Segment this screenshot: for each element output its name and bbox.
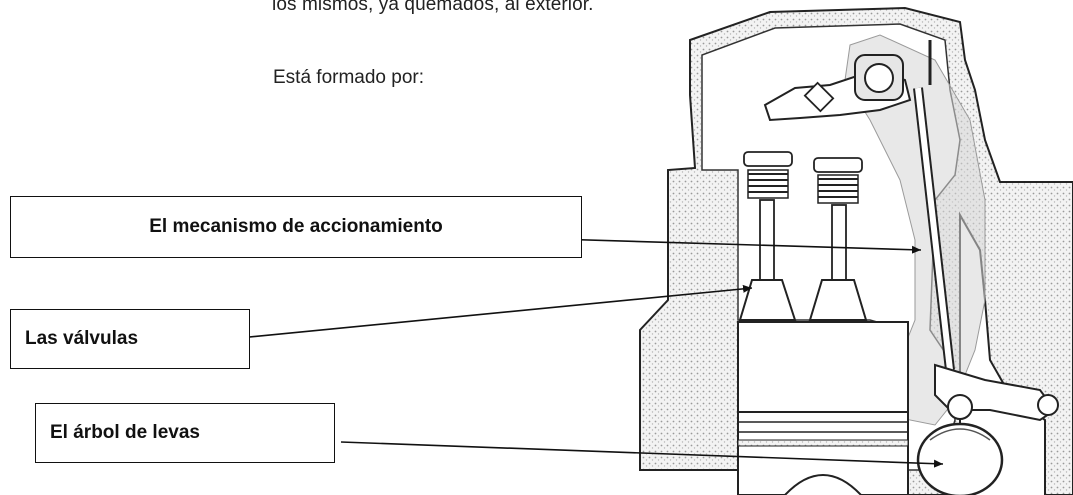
- tappet: [934, 363, 1059, 422]
- valve-spring-right: [813, 157, 863, 204]
- valves: [738, 199, 868, 321]
- valves-label: Las válvulas: [25, 328, 139, 349]
- piston: [737, 321, 909, 495]
- camshaft-lobe: [916, 422, 1004, 495]
- rocker-arm: [763, 40, 932, 122]
- mechanism-pointer-line: [521, 237, 922, 254]
- mechanism-label: El mecanismo de accionamiento: [149, 216, 443, 237]
- camshaft-label: El árbol de levas: [50, 422, 200, 443]
- valves-label-box: Las válvulas: [10, 309, 250, 369]
- mechanism-label-box: El mecanismo de accionamiento: [10, 196, 582, 258]
- valves-pointer-line: [228, 284, 753, 340]
- subheading: Está formado por:: [273, 67, 425, 88]
- camshaft-pointer-line: [340, 441, 944, 468]
- push-rod: [913, 87, 955, 371]
- camshaft-label-box: El árbol de levas: [35, 403, 335, 463]
- intro-text: los mismos, ya quemados, al exterior.: [272, 0, 594, 15]
- valve-spring-left: [743, 151, 793, 199]
